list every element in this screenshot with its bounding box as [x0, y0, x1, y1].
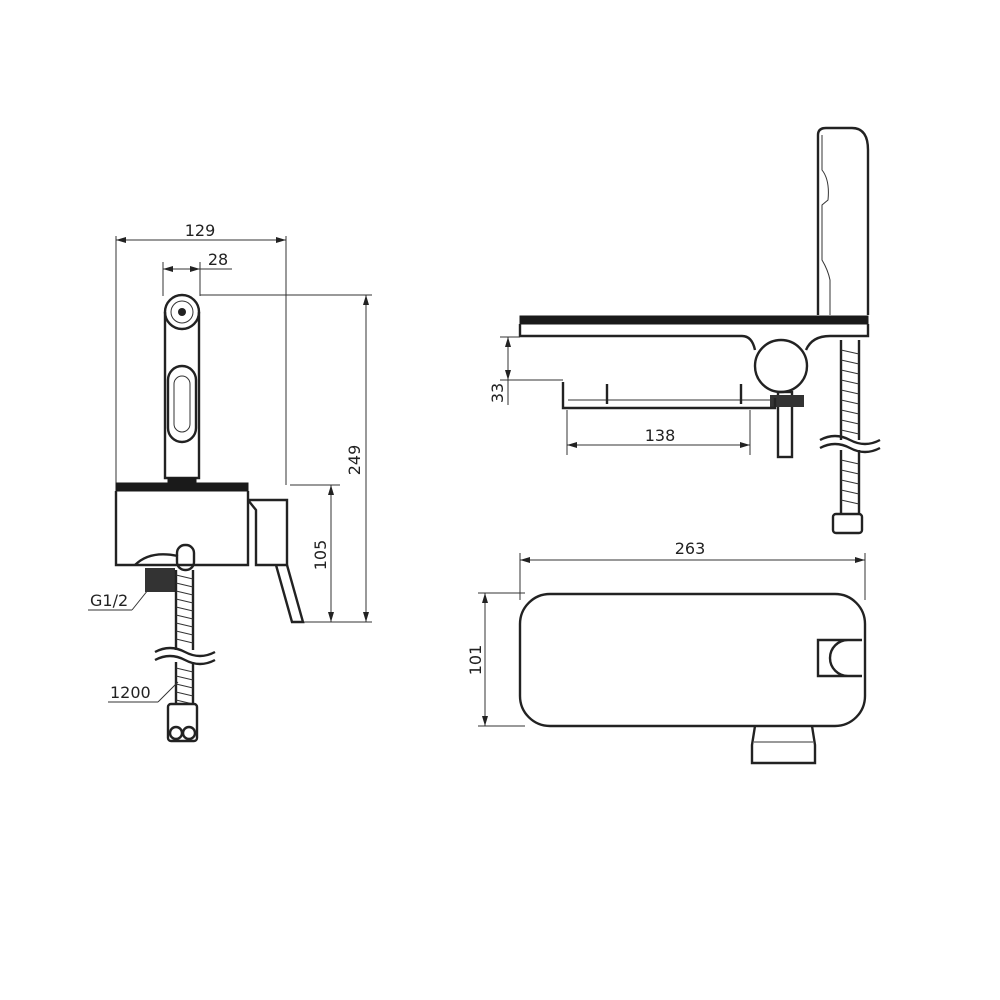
dim-33-label: 33 — [488, 383, 507, 403]
mixer-body-front — [114, 482, 305, 624]
handset-holder-top — [816, 638, 862, 678]
dim-28-label: 28 — [208, 250, 228, 269]
thread-callout: G1/2 — [88, 589, 149, 611]
front-view: 129 28 249 105 — [88, 221, 372, 743]
shelf-top-outline — [518, 592, 867, 728]
tray-side — [561, 382, 777, 410]
thread-label: G1/2 — [90, 591, 128, 610]
dim-129-label: 129 — [185, 221, 216, 240]
hose-length-label: 1200 — [110, 683, 151, 702]
dim-263-label: 263 — [675, 539, 706, 558]
dimension-249: 249 — [200, 294, 372, 623]
dimension-105: 105 — [290, 484, 340, 622]
dimension-101: 101 — [466, 592, 525, 727]
hose-side — [819, 340, 881, 535]
shelf-side — [518, 315, 870, 459]
dim-105-label: 105 — [311, 540, 330, 571]
dim-138-label: 138 — [645, 426, 676, 445]
handset-front — [163, 293, 201, 484]
handset-side — [816, 126, 870, 315]
dimension-138: 138 — [566, 410, 751, 455]
dimension-33: 33 — [488, 336, 563, 405]
dimension-28: 28 — [162, 250, 232, 296]
hose-length-callout: 1200 — [108, 681, 179, 703]
dim-249-label: 249 — [345, 445, 364, 476]
side-view: 33 138 — [488, 126, 881, 535]
dim-101-label: 101 — [466, 645, 485, 676]
dimension-263: 263 — [519, 539, 866, 600]
hose-front — [154, 570, 216, 743]
lever-top — [750, 725, 817, 765]
dimension-129: 129 — [115, 221, 287, 485]
top-view: 263 101 — [466, 539, 867, 765]
